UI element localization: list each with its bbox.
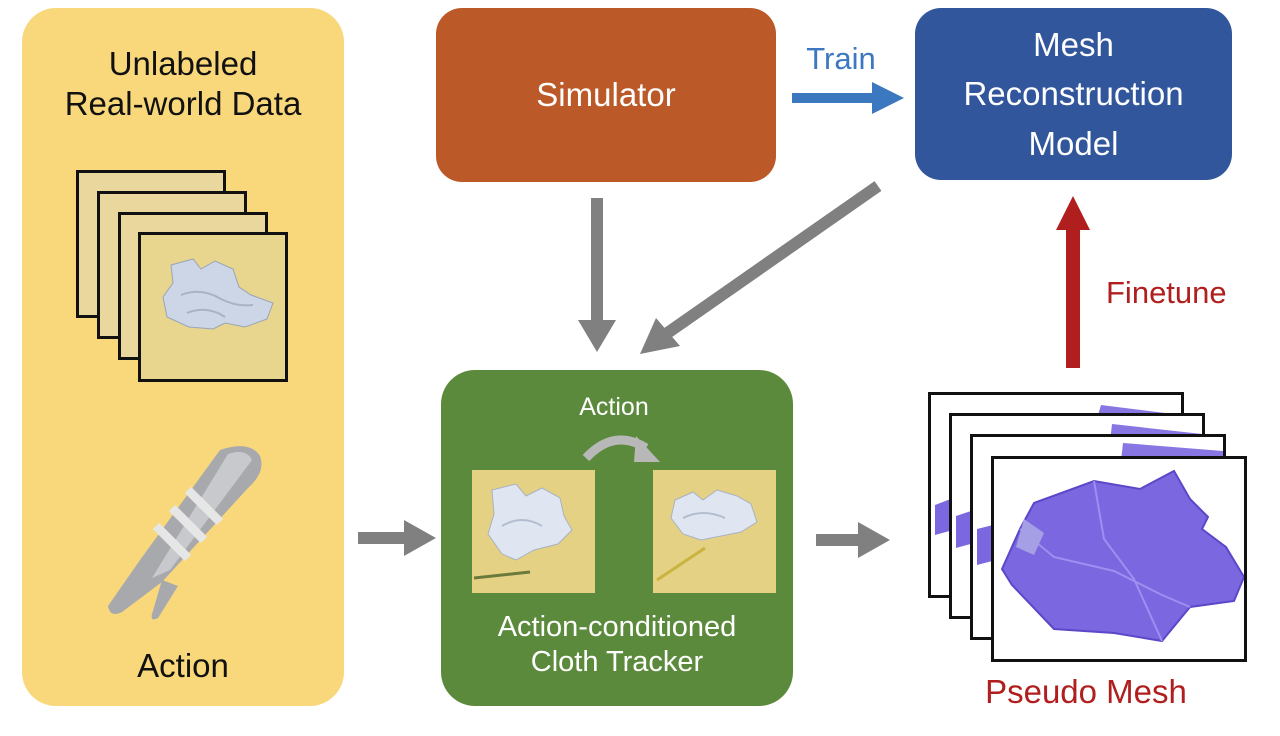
tracker-line2: Cloth Tracker bbox=[530, 646, 704, 679]
model-to-tracker-arrow bbox=[640, 181, 882, 354]
data-title-line1: Unlabeled bbox=[108, 45, 258, 82]
mesh-model-line3: Model bbox=[1028, 124, 1119, 162]
tracker-action-label: Action bbox=[579, 393, 649, 421]
image-stack-icon bbox=[76, 170, 290, 385]
data-panel-title: Unlabeled Real-world Data bbox=[22, 44, 344, 125]
action-label: Action bbox=[137, 647, 229, 684]
finetune-arrow bbox=[1056, 196, 1090, 368]
tracker-line1: Action-conditioned bbox=[497, 611, 737, 643]
gripper-icon bbox=[108, 446, 262, 620]
mesh-reconstruction-model-box: Mesh Reconstruction Model bbox=[915, 8, 1232, 180]
tracker-to-mesh-arrow bbox=[816, 522, 890, 558]
tracker-image-after bbox=[653, 470, 776, 593]
train-arrow bbox=[792, 82, 904, 114]
mesh-stack-icon bbox=[928, 392, 1248, 664]
mesh-model-line2: Reconstruction bbox=[963, 75, 1184, 113]
pseudo-mesh-label: Pseudo Mesh bbox=[985, 673, 1187, 710]
simulator-to-tracker-arrow bbox=[578, 198, 616, 352]
data-to-tracker-arrow bbox=[358, 520, 436, 556]
pseudo-mesh-image bbox=[991, 456, 1247, 662]
curved-arrow-icon bbox=[582, 435, 660, 462]
data-title-line2: Real-world Data bbox=[64, 85, 302, 123]
tracker-image-before bbox=[472, 470, 595, 593]
finetune-label: Finetune bbox=[1106, 275, 1227, 310]
simulator-box: Simulator bbox=[436, 8, 776, 182]
cloth-image bbox=[138, 232, 288, 382]
train-label: Train bbox=[806, 41, 876, 76]
mesh-model-line1: Mesh bbox=[1033, 25, 1114, 63]
tracker-title: Action-conditioned Cloth Tracker bbox=[441, 610, 793, 681]
simulator-label: Simulator bbox=[536, 76, 676, 113]
